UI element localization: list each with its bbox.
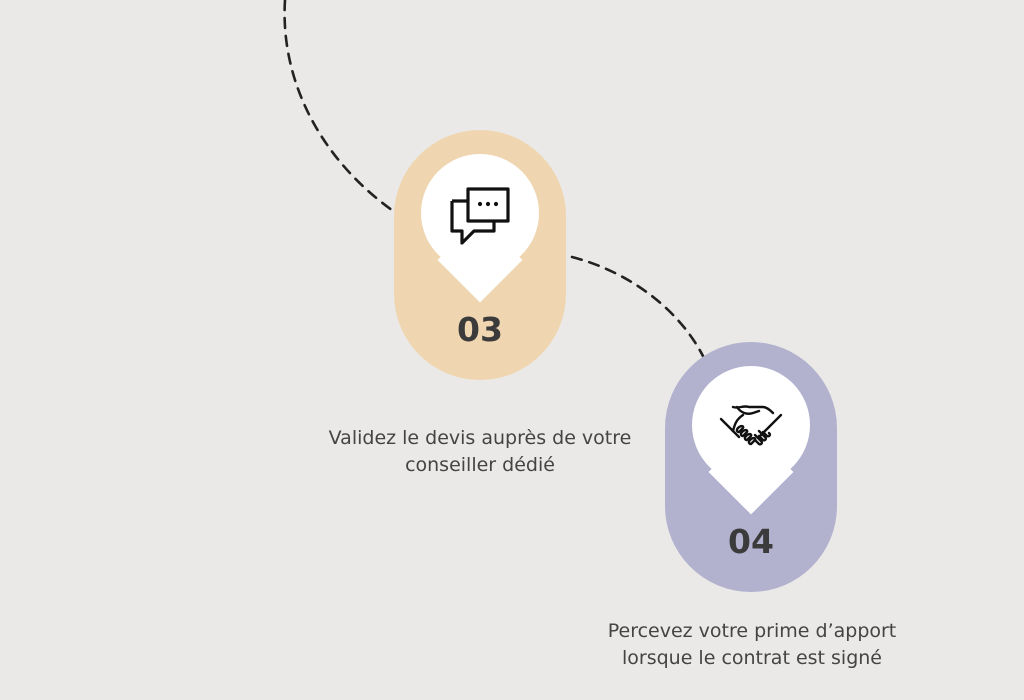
step-04-number: 04 [728,522,774,561]
connector-segment-top [283,0,398,215]
step-03-card: 03 [394,130,566,380]
chat-bubbles-icon [450,187,510,245]
handshake-icon [719,405,783,446]
step-04-pin [692,366,810,515]
step-04-caption: Percevez votre prime d’apport lorsque le… [607,620,897,669]
connector-segment-middle [570,255,706,360]
step-03-number: 03 [457,310,503,349]
step-03-caption: Validez le devis auprès de votre conseil… [328,427,632,476]
step-03-pin [421,154,539,303]
step-04-card: 04 [665,342,837,592]
